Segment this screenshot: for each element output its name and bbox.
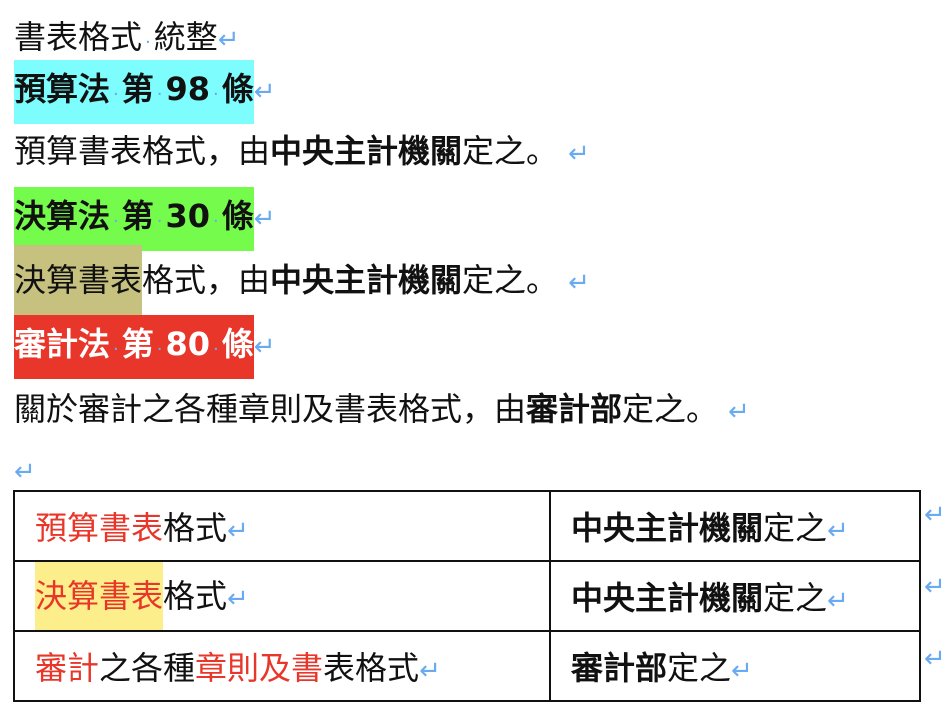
return-mark-icon: ↵ — [217, 25, 240, 55]
return-mark-icon: ↵ — [253, 332, 276, 362]
text: 表格式 — [323, 649, 420, 687]
highlight-cyan: 預算法·第·98·條 — [14, 60, 254, 124]
return-mark-icon: ↵ — [419, 656, 441, 686]
text: 定之。 — [462, 261, 559, 299]
red-text: 審計 — [35, 649, 100, 687]
table-cell[interactable]: 預算書表格式↵ — [13, 490, 551, 562]
highlight-yellow: 決算書表 — [35, 562, 164, 630]
return-mark-icon: ↵ — [227, 516, 249, 546]
article-prefix: 第 — [121, 325, 154, 363]
law-name: 決算法 — [14, 197, 111, 235]
table-cell[interactable]: 審計之各種章則及書表格式↵ — [13, 630, 551, 702]
space-mark: · — [113, 211, 119, 232]
table-row: 決算書表格式↵ 中央主計機關定之↵ — [13, 560, 921, 632]
return-mark-icon: ↵ — [728, 397, 750, 427]
article-number: 98 — [165, 70, 211, 108]
article-suffix: 條 — [221, 325, 254, 363]
title-text: 書表格式 — [14, 18, 143, 56]
space-mark: · — [145, 32, 151, 53]
table-cell[interactable]: 決算書表格式↵ — [13, 560, 551, 632]
return-mark-icon: ↵ — [568, 139, 590, 169]
space-mark: · — [213, 339, 219, 360]
text: 之各種 — [99, 649, 196, 687]
space-mark: · — [213, 211, 219, 232]
paragraph-final-accounts: 決算書表格式，由中央主計機關定之。 ↵ — [14, 245, 590, 315]
text: 定之。 — [462, 132, 559, 170]
space-mark: · — [113, 84, 119, 105]
red-text: 章則及書 — [195, 649, 324, 687]
article-number: 80 — [165, 325, 211, 363]
paragraph-audit: 關於審計之各種章則及書表格式，由審計部定之。 ↵ — [14, 380, 750, 438]
text: 定之 — [667, 649, 732, 687]
row-end-mark-icon: ↵ — [924, 500, 944, 530]
article-number: 30 — [165, 197, 211, 235]
bold-text: 中央主計機關 — [571, 579, 764, 617]
text: 預算書表格式，由 — [14, 132, 271, 170]
return-mark-icon: ↵ — [253, 77, 276, 107]
heading-budget-act: 預算法·第·98·條↵ — [14, 60, 276, 124]
article-suffix: 條 — [221, 70, 254, 108]
return-mark-icon: ↵ — [731, 656, 753, 686]
row-end-mark-icon: ↵ — [924, 572, 944, 602]
text: 格式 — [163, 577, 228, 615]
highlight-red: 審計法·第·80·條 — [14, 315, 254, 379]
heading-final-accounts-act: 決算法·第·30·條↵ — [14, 187, 276, 251]
space-mark: · — [113, 339, 119, 360]
article-prefix: 第 — [121, 197, 154, 235]
bold-text: 審計部 — [571, 649, 668, 687]
return-mark-icon: ↵ — [827, 586, 849, 616]
text: 定之 — [763, 579, 828, 617]
law-name: 預算法 — [14, 70, 111, 108]
return-mark-icon: ↵ — [827, 516, 849, 546]
title-text: 統整 — [153, 18, 218, 56]
table-row: 預算書表格式↵ 中央主計機關定之↵ — [13, 490, 921, 562]
article-prefix: 第 — [121, 70, 154, 108]
text: 定之。 — [622, 390, 719, 428]
return-mark-icon: ↵ — [253, 204, 276, 234]
bold-text: 中央主計機關 — [571, 509, 764, 547]
text: 格式 — [163, 509, 228, 547]
space-mark: · — [156, 84, 163, 105]
paragraph-budget: 預算書表格式，由中央主計機關定之。 ↵ — [14, 122, 590, 180]
red-text: 預算書表 — [35, 509, 164, 547]
table-row: 審計之各種章則及書表格式↵ 審計部定之↵ — [13, 630, 921, 702]
text: 定之 — [763, 509, 828, 547]
row-end-mark-icon: ↵ — [924, 644, 944, 674]
empty-paragraph: ↵ — [14, 440, 36, 498]
return-mark-icon: ↵ — [227, 584, 249, 614]
return-mark-icon: ↵ — [14, 457, 36, 487]
article-suffix: 條 — [221, 197, 254, 235]
highlight-green: 決算法·第·30·條 — [14, 187, 254, 251]
table-cell[interactable]: 審計部定之↵ — [549, 630, 921, 702]
bold-text: 中央主計機關 — [270, 132, 463, 170]
text: 關於審計之各種章則及書表格式，由 — [14, 390, 527, 428]
doc-title: 書表格式·統整↵ — [14, 8, 240, 66]
table-cell[interactable]: 中央主計機關定之↵ — [549, 560, 921, 632]
highlight-olive: 決算書表 — [14, 245, 143, 315]
space-mark: · — [213, 84, 219, 105]
return-mark-icon: ↵ — [568, 268, 590, 298]
law-name: 審計法 — [14, 325, 111, 363]
table-cell[interactable]: 中央主計機關定之↵ — [549, 490, 921, 562]
bold-text: 中央主計機關 — [270, 261, 463, 299]
summary-table: 預算書表格式↵ 中央主計機關定之↵ 決算書表格式↵ 中央主計機關定之↵ 審計之各… — [13, 490, 921, 702]
bold-text: 審計部 — [526, 390, 623, 428]
space-mark: · — [156, 339, 163, 360]
space-mark: · — [156, 211, 163, 232]
heading-audit-act: 審計法·第·80·條↵ — [14, 315, 276, 379]
text: 格式，由 — [142, 261, 271, 299]
